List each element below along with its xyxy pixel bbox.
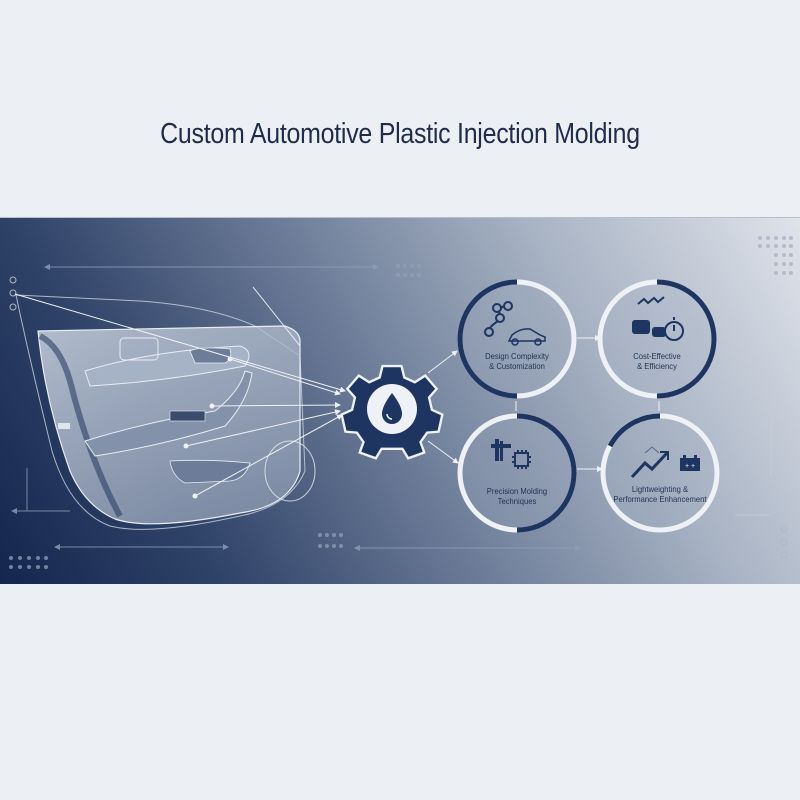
node-precision-ring xyxy=(457,413,577,533)
node-design-label: Design Complexity & Customization xyxy=(468,351,567,371)
battery-icon: + + xyxy=(680,455,700,471)
decor-lines xyxy=(11,264,772,551)
car-door-panel xyxy=(15,286,316,530)
node-lightweight-ring xyxy=(600,413,720,533)
network-nodes-icon xyxy=(484,301,513,337)
car-icon xyxy=(507,328,546,346)
diagram-banner: + + Design Complexity & Customization Co… xyxy=(0,217,800,584)
label-line: Design Complexity xyxy=(485,351,549,361)
dot-grids xyxy=(9,264,421,569)
node-cost-ring xyxy=(597,279,717,399)
label-line: & Efficiency xyxy=(637,361,677,371)
chip-icon xyxy=(512,450,531,469)
stopwatch-icon xyxy=(664,317,684,341)
node-cost-label: Cost-Effective & Efficiency xyxy=(608,351,707,371)
caliper-icon xyxy=(491,439,511,461)
label-line: Lightweighting & xyxy=(631,484,689,494)
gear-with-droplet-icon xyxy=(340,364,444,460)
label-line: & Customization xyxy=(489,361,545,371)
label-line: Precision Molding xyxy=(486,486,548,496)
node-lightweight-label: Lightweighting & Performance Enhancement xyxy=(611,484,710,504)
diagram-canvas: + + xyxy=(9,236,793,569)
label-line: Techniques xyxy=(497,496,537,506)
node-precision-label: Precision Molding Techniques xyxy=(468,486,567,506)
label-line: Performance Enhancement xyxy=(613,494,707,504)
svg-text:+ +: + + xyxy=(685,463,695,470)
callout-lines xyxy=(14,293,346,497)
page-title: Custom Automotive Plastic Injection Mold… xyxy=(160,118,640,150)
coins-icon xyxy=(632,296,666,337)
label-line: Cost-Effective xyxy=(633,351,681,361)
trend-arrow-icon xyxy=(630,446,669,479)
